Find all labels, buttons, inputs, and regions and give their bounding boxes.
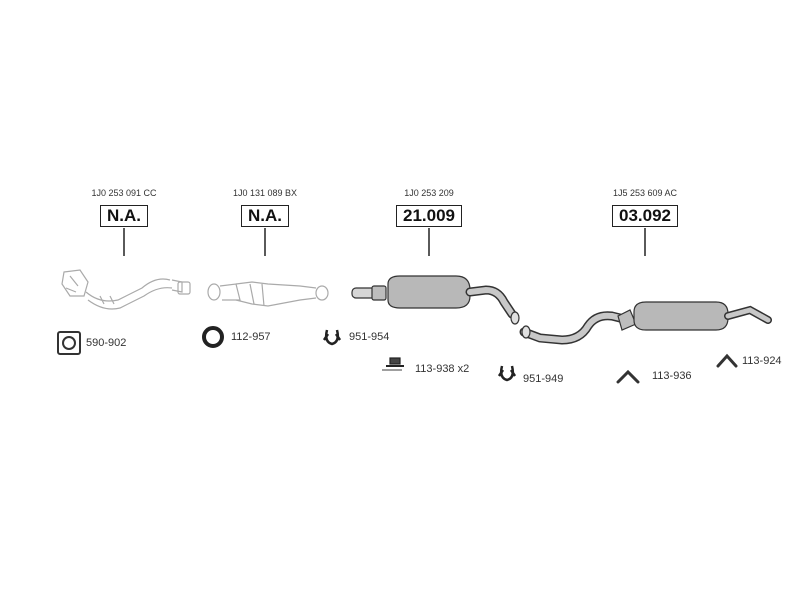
part-number-box[interactable]: N.A.	[241, 205, 289, 227]
front-pipe-drawing	[61, 269, 191, 310]
accessory-code[interactable]: 113-924	[742, 355, 782, 367]
ring-gasket-icon	[202, 326, 224, 348]
clamp-icon	[497, 365, 517, 382]
accessory-code[interactable]: 113-936	[652, 370, 692, 382]
part-number-box[interactable]: N.A.	[100, 205, 148, 227]
accessory-code[interactable]: 951-949	[523, 373, 564, 385]
gasket-icon	[57, 331, 81, 355]
accessory-code[interactable]: 112-957	[231, 331, 271, 343]
catalytic-converter-drawing	[207, 281, 329, 307]
oe-number: 1J0 253 209	[404, 188, 454, 198]
centre-silencer-drawing	[351, 275, 520, 325]
rubber-hanger-icon	[616, 369, 640, 384]
rear-silencer-drawing	[519, 301, 772, 345]
accessory-code[interactable]: 113-938 x2	[415, 363, 470, 375]
mounting-bracket-icon	[382, 357, 404, 371]
oe-number: 1J0 253 091 CC	[91, 188, 157, 198]
oe-number: 1J0 131 089 BX	[232, 188, 298, 198]
clamp-icon	[322, 329, 342, 346]
rubber-hanger-icon	[716, 353, 738, 368]
part-number-box[interactable]: 21.009	[396, 205, 462, 227]
accessory-code[interactable]: 951-954	[349, 331, 390, 343]
oe-number: 1J5 253 609 AC	[612, 188, 678, 198]
accessory-code[interactable]: 590-902	[86, 337, 127, 349]
part-number-box[interactable]: 03.092	[612, 205, 678, 227]
